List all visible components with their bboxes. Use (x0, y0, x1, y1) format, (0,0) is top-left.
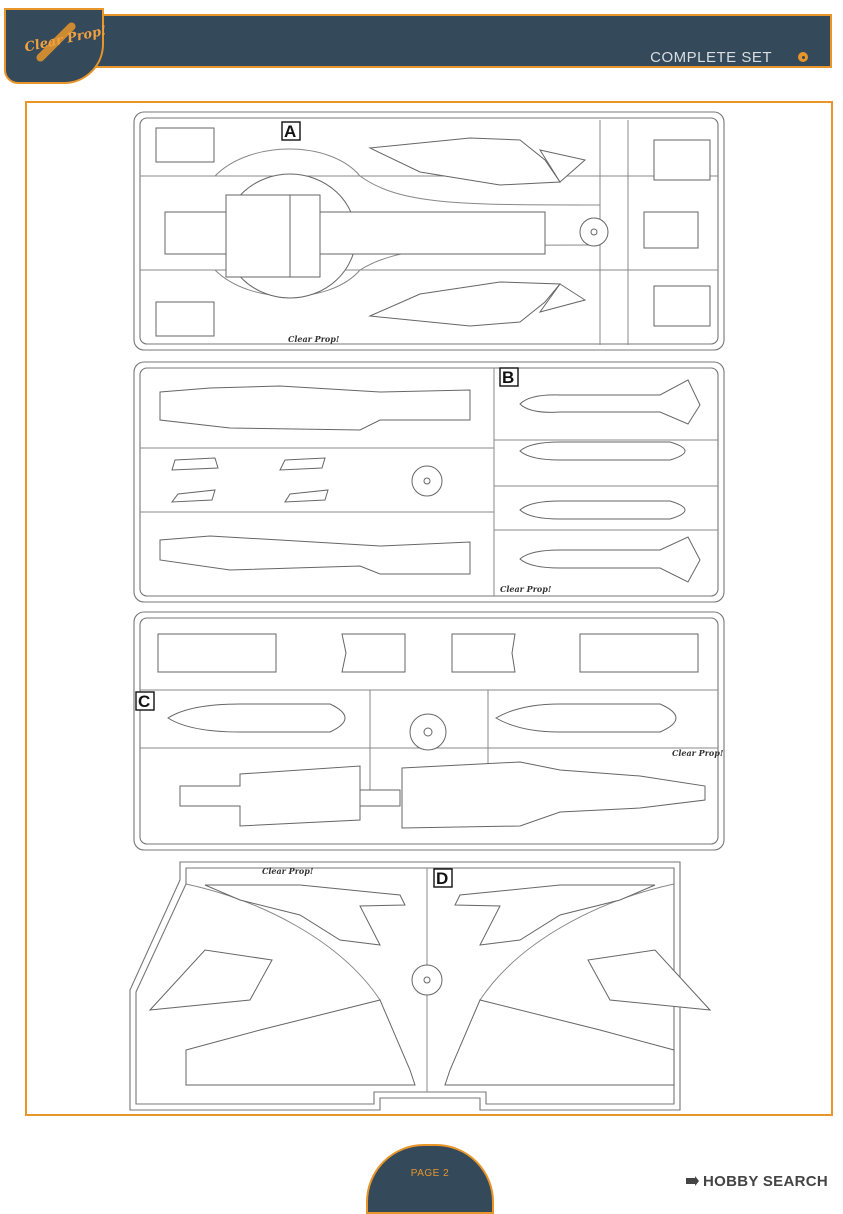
sprue-a-brand-tag: Clear Prop! (288, 334, 340, 344)
header-title: COMPLETE SET (650, 49, 772, 66)
page-label: PAGE 2 (410, 1168, 450, 1179)
sprue-c-brand-tag: Clear Prop! (672, 748, 724, 758)
watermark-text: HOBBY SEARCH (703, 1173, 829, 1190)
sprue-b-letter: B (502, 368, 514, 387)
watermark: HOBBY SEARCH (686, 1173, 828, 1190)
sprue-d-brand-tag: Clear Prop! (262, 866, 314, 876)
sprue-b: B Clear Prop! (133, 361, 725, 603)
sprue-b-brand-tag: Clear Prop! (500, 584, 552, 594)
sprue-d-letter: D (436, 869, 448, 888)
arrow-icon (686, 1176, 699, 1186)
sprue-a-letter: A (284, 122, 296, 141)
sprue-a: A Clear Prop! (133, 111, 725, 351)
sprue-c-letter: C (138, 692, 150, 711)
content-frame (25, 101, 833, 1116)
sprue-d: D Clear Prop! (129, 861, 712, 1111)
gear-icon (798, 52, 808, 62)
sprue-c: C Clear Prop! (133, 611, 725, 851)
header-bar: COMPLETE SET (14, 14, 832, 68)
brand-logo: Clear Prop! (4, 8, 108, 84)
